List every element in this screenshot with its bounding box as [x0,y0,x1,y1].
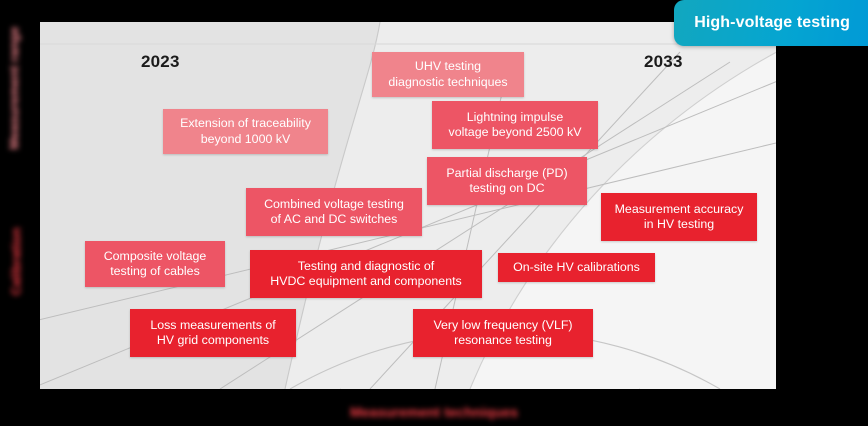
y-axis-label-lower: Calibration [8,227,24,296]
milestone-card[interactable]: Testing and diagnostic of HVDC equipment… [250,250,482,298]
year-label-2033: 2033 [644,52,683,71]
milestone-card[interactable]: Partial discharge (PD) testing on DC [427,157,587,205]
topic-badge-label: High-voltage testing [694,14,850,31]
year-label-2023: 2023 [141,52,180,71]
milestone-card[interactable]: Loss measurements of HV grid components [130,309,296,357]
y-axis-label-upper: Measurement range [6,26,22,150]
roadmap-plate: 2023 2028 2033 UHV testing diagnostic te… [40,22,776,389]
zone-divider-near [284,22,381,389]
x-axis-label: Measurement techniques [349,404,519,420]
milestone-card[interactable]: Composite voltage testing of cables [85,241,225,287]
topic-badge: High-voltage testing [674,0,868,46]
trend-ray-3 [219,61,731,389]
milestone-card[interactable]: Very low frequency (VLF) resonance testi… [413,309,593,357]
milestone-card[interactable]: Extension of traceability beyond 1000 kV [163,109,328,154]
milestone-card[interactable]: Measurement accuracy in HV testing [601,193,757,241]
zone-divider-mid [469,51,776,389]
milestone-card[interactable]: UHV testing diagnostic techniques [372,52,524,97]
milestone-card[interactable]: Combined voltage testing of AC and DC sw… [246,188,422,236]
milestone-card[interactable]: Lightning impulse voltage beyond 2500 kV [432,101,598,149]
milestone-card[interactable]: On-site HV calibrations [498,253,655,282]
